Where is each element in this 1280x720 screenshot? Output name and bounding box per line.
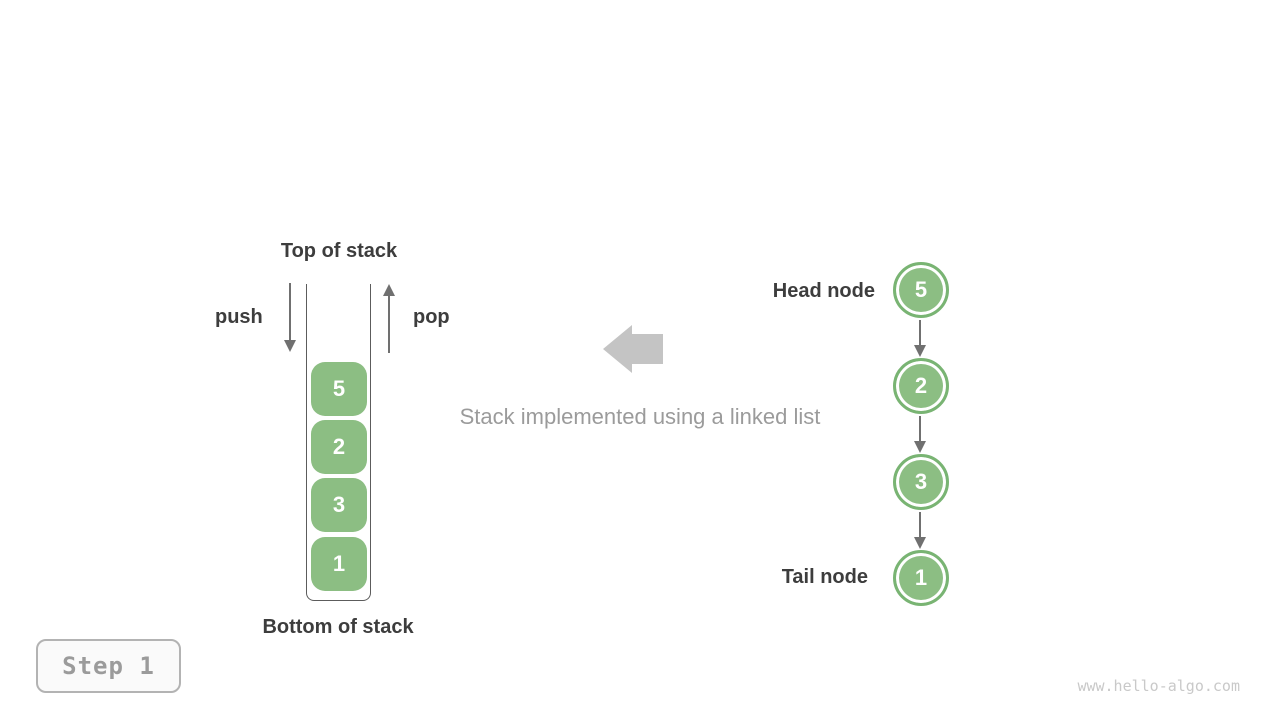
stack-top-label: Top of stack	[280, 240, 398, 262]
list-node: 1	[893, 550, 949, 606]
step-badge: Step 1	[36, 639, 181, 693]
push-arrow-icon	[284, 283, 296, 352]
node-link-arrow-icon	[914, 512, 926, 549]
pop-label: pop	[413, 306, 450, 328]
step-badge-label: Step 1	[62, 652, 155, 680]
node-link-arrow-icon	[914, 320, 926, 357]
tail-node-label: Tail node	[781, 566, 868, 588]
list-node: 3	[893, 454, 949, 510]
stack-item: 2	[311, 420, 367, 474]
stack-item: 1	[311, 537, 367, 591]
left-block-arrow-icon	[603, 325, 663, 378]
caption-text: Stack implemented using a linked list	[459, 404, 821, 429]
stack-item: 3	[311, 478, 367, 532]
head-node-label: Head node	[772, 280, 875, 302]
push-label: push	[215, 306, 263, 328]
stack-item: 5	[311, 362, 367, 416]
watermark: www.hello-algo.com	[1077, 677, 1240, 695]
list-node: 2	[893, 358, 949, 414]
stack-bottom-label: Bottom of stack	[262, 616, 414, 638]
node-link-arrow-icon	[914, 416, 926, 453]
pop-arrow-icon	[383, 284, 395, 353]
list-node: 5	[893, 262, 949, 318]
